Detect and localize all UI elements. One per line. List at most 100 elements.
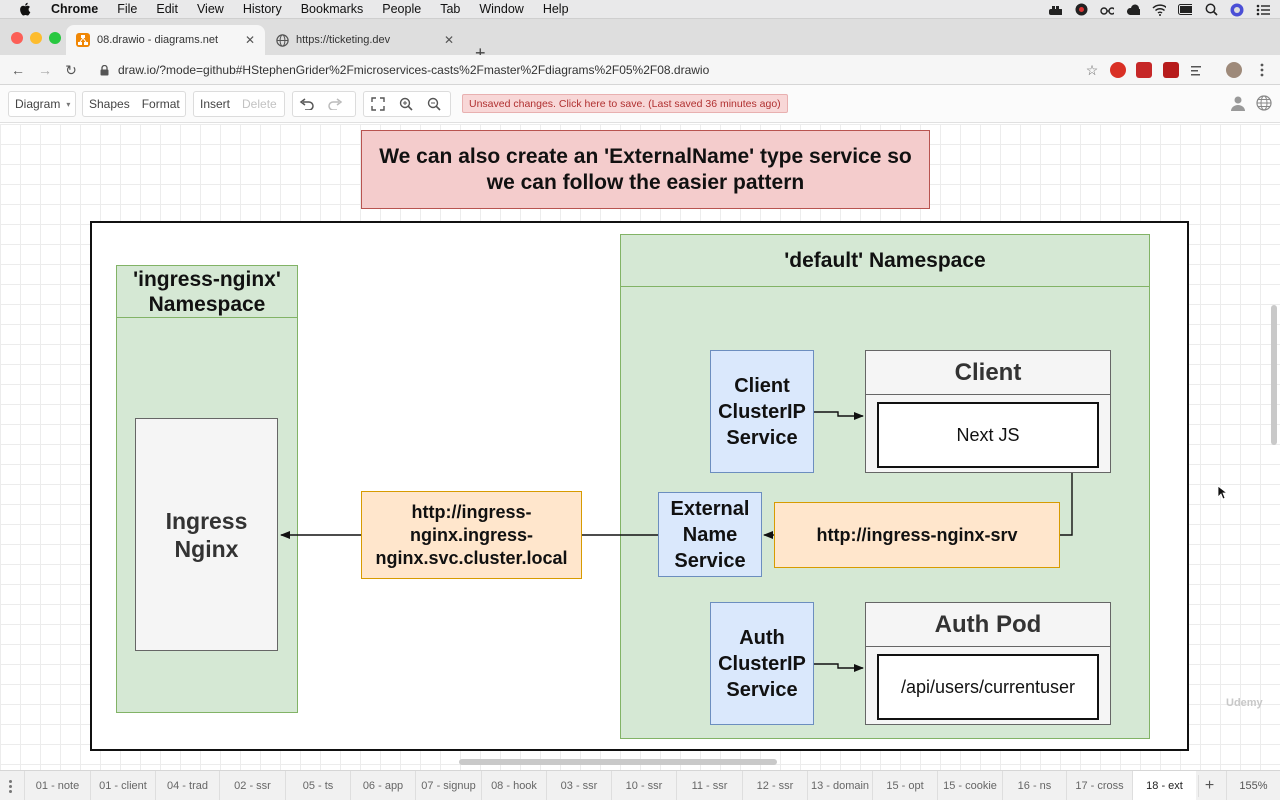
page-tab[interactable]: 16 - ns xyxy=(1002,771,1066,800)
external-name-service[interactable]: External Name Service xyxy=(658,492,762,577)
view-controls-group xyxy=(363,91,451,117)
window-maximize-button[interactable] xyxy=(49,32,61,44)
pages-menu-icon[interactable] xyxy=(9,780,13,793)
apple-icon[interactable] xyxy=(17,1,33,17)
address-bar[interactable]: draw.io/?mode=github#HStephenGrider%2Fmi… xyxy=(92,59,1102,81)
menu-file[interactable]: File xyxy=(117,2,138,16)
chrome-menu-icon[interactable] xyxy=(1254,62,1270,78)
page-tab[interactable]: 13 - domain xyxy=(807,771,872,800)
menu-history[interactable]: History xyxy=(242,2,282,16)
glasses-icon[interactable] xyxy=(1100,4,1114,16)
auth-pod[interactable]: Auth Pod /api/users/currentuser xyxy=(865,602,1111,725)
fit-page-icon[interactable] xyxy=(364,97,392,111)
diagram-canvas[interactable]: We can also create an 'ExternalName' typ… xyxy=(0,124,1280,770)
client-clusterip-service[interactable]: Client ClusterIP Service xyxy=(710,350,814,473)
language-globe-icon[interactable] xyxy=(1256,95,1272,116)
panel-toggle-group: Shapes Format xyxy=(82,91,186,117)
namespace-title: 'ingress-nginx' Namespace xyxy=(117,266,297,318)
diagram-menu[interactable]: Diagram ▾ xyxy=(8,91,76,117)
page-tab-active[interactable]: 18 - ext xyxy=(1132,771,1196,800)
page-tab[interactable]: 05 - ts xyxy=(285,771,350,800)
menu-help[interactable]: Help xyxy=(542,2,569,16)
spotlight-search-icon[interactable] xyxy=(1204,3,1218,16)
unsaved-changes-banner[interactable]: Unsaved changes. Click here to save. (La… xyxy=(462,94,788,113)
page-tab[interactable]: 12 - ssr xyxy=(742,771,807,800)
horizontal-scrollbar[interactable] xyxy=(459,759,777,765)
new-tab-button[interactable]: + xyxy=(475,43,486,63)
url-text[interactable]: draw.io/?mode=github#HStephenGrider%2Fmi… xyxy=(118,63,710,77)
menu-tab[interactable]: Tab xyxy=(440,2,461,16)
page-tab[interactable]: 02 - ssr xyxy=(219,771,285,800)
zoom-out-icon[interactable] xyxy=(420,97,448,111)
page-tab[interactable]: 15 - cookie xyxy=(937,771,1002,800)
menu-app-name[interactable]: Chrome xyxy=(51,2,99,16)
back-arrow-icon[interactable]: ← xyxy=(11,62,25,78)
tab-title: 08.drawio - diagrams.net xyxy=(97,34,219,46)
menu-bookmarks[interactable]: Bookmarks xyxy=(300,2,364,16)
battery-icon[interactable] xyxy=(1178,4,1192,16)
tab-close-icon[interactable]: ✕ xyxy=(244,33,256,47)
page-tab[interactable]: 07 - signup xyxy=(415,771,481,800)
browser-tab-ticketing[interactable]: https://ticketing.dev ✕ xyxy=(265,25,464,55)
browser-tab-strip: 08.drawio - diagrams.net ✕ https://ticke… xyxy=(0,19,1280,62)
page-tab[interactable]: 15 - opt xyxy=(872,771,937,800)
auth-clusterip-service[interactable]: Auth ClusterIP Service xyxy=(710,602,814,725)
menu-window[interactable]: Window xyxy=(479,2,524,16)
docker-icon[interactable] xyxy=(1048,4,1062,16)
page-tab[interactable]: 04 - trad xyxy=(155,771,219,800)
delete-button[interactable]: Delete xyxy=(242,97,277,111)
diagram-menu-label[interactable]: Diagram xyxy=(15,97,61,111)
menu-view[interactable]: View xyxy=(196,2,224,16)
extension-icon[interactable] xyxy=(1163,62,1179,78)
siri-icon[interactable] xyxy=(1230,3,1244,16)
user-icon[interactable] xyxy=(1230,95,1246,116)
page-tab[interactable]: 03 - ssr xyxy=(546,771,611,800)
zoom-in-icon[interactable] xyxy=(392,97,420,111)
reload-icon[interactable]: ↻ xyxy=(65,61,77,78)
globe-icon xyxy=(275,33,289,47)
window-close-button[interactable] xyxy=(11,32,23,44)
extension-icon[interactable] xyxy=(1136,62,1152,78)
insert-button[interactable]: Insert xyxy=(200,97,231,111)
profile-avatar[interactable] xyxy=(1226,62,1242,78)
menu-edit[interactable]: Edit xyxy=(156,2,178,16)
pod-container[interactable]: /api/users/currentuser xyxy=(877,654,1099,720)
chevron-down-icon: ▾ xyxy=(66,99,71,109)
page-tab[interactable]: 06 - app xyxy=(350,771,415,800)
forward-arrow-icon[interactable]: → xyxy=(38,62,52,78)
record-icon[interactable] xyxy=(1074,3,1088,16)
drawio-favicon-icon xyxy=(76,33,90,47)
add-page-button[interactable]: + xyxy=(1198,775,1220,797)
cloud-icon[interactable] xyxy=(1126,4,1140,16)
lock-icon[interactable] xyxy=(98,64,110,76)
external-target-address[interactable]: http://ingress-nginx-srv xyxy=(774,502,1060,568)
page-tab[interactable]: 08 - hook xyxy=(481,771,546,800)
page-tab[interactable]: 10 - ssr xyxy=(611,771,676,800)
notification-center-icon[interactable] xyxy=(1256,4,1270,16)
menu-people[interactable]: People xyxy=(382,2,422,16)
format-button[interactable]: Format xyxy=(141,97,180,111)
reading-list-icon[interactable] xyxy=(1189,62,1205,78)
zoom-level[interactable]: 155% xyxy=(1226,771,1280,800)
page-tab[interactable]: 11 - ssr xyxy=(676,771,742,800)
bookmark-star-icon[interactable]: ☆ xyxy=(1085,61,1099,78)
shapes-button[interactable]: Shapes xyxy=(89,97,130,111)
extension-icon[interactable] xyxy=(1110,62,1126,78)
page-tab[interactable]: 01 - client xyxy=(90,771,155,800)
macos-menu-bar: Chrome File Edit View History Bookmarks … xyxy=(0,0,1280,19)
ingress-nginx-pod[interactable]: Ingress Nginx xyxy=(135,418,278,651)
tab-close-icon[interactable]: ✕ xyxy=(443,33,455,47)
ingress-cluster-address[interactable]: http://ingress-nginx.ingress-nginx.svc.c… xyxy=(361,491,582,579)
pod-container[interactable]: Next JS xyxy=(877,402,1099,468)
vertical-scrollbar[interactable] xyxy=(1271,305,1277,445)
page-tab[interactable]: 01 - note xyxy=(24,771,90,800)
window-minimize-button[interactable] xyxy=(30,32,42,44)
undo-icon[interactable] xyxy=(293,98,321,110)
wifi-icon[interactable] xyxy=(1152,3,1166,16)
client-pod[interactable]: Client Next JS xyxy=(865,350,1111,473)
note-callout[interactable]: We can also create an 'ExternalName' typ… xyxy=(361,130,930,209)
tab-title: https://ticketing.dev xyxy=(296,34,391,46)
page-tab[interactable]: 17 - cross xyxy=(1066,771,1132,800)
redo-icon[interactable] xyxy=(321,98,349,110)
browser-tab-drawio[interactable]: 08.drawio - diagrams.net ✕ xyxy=(66,25,265,55)
